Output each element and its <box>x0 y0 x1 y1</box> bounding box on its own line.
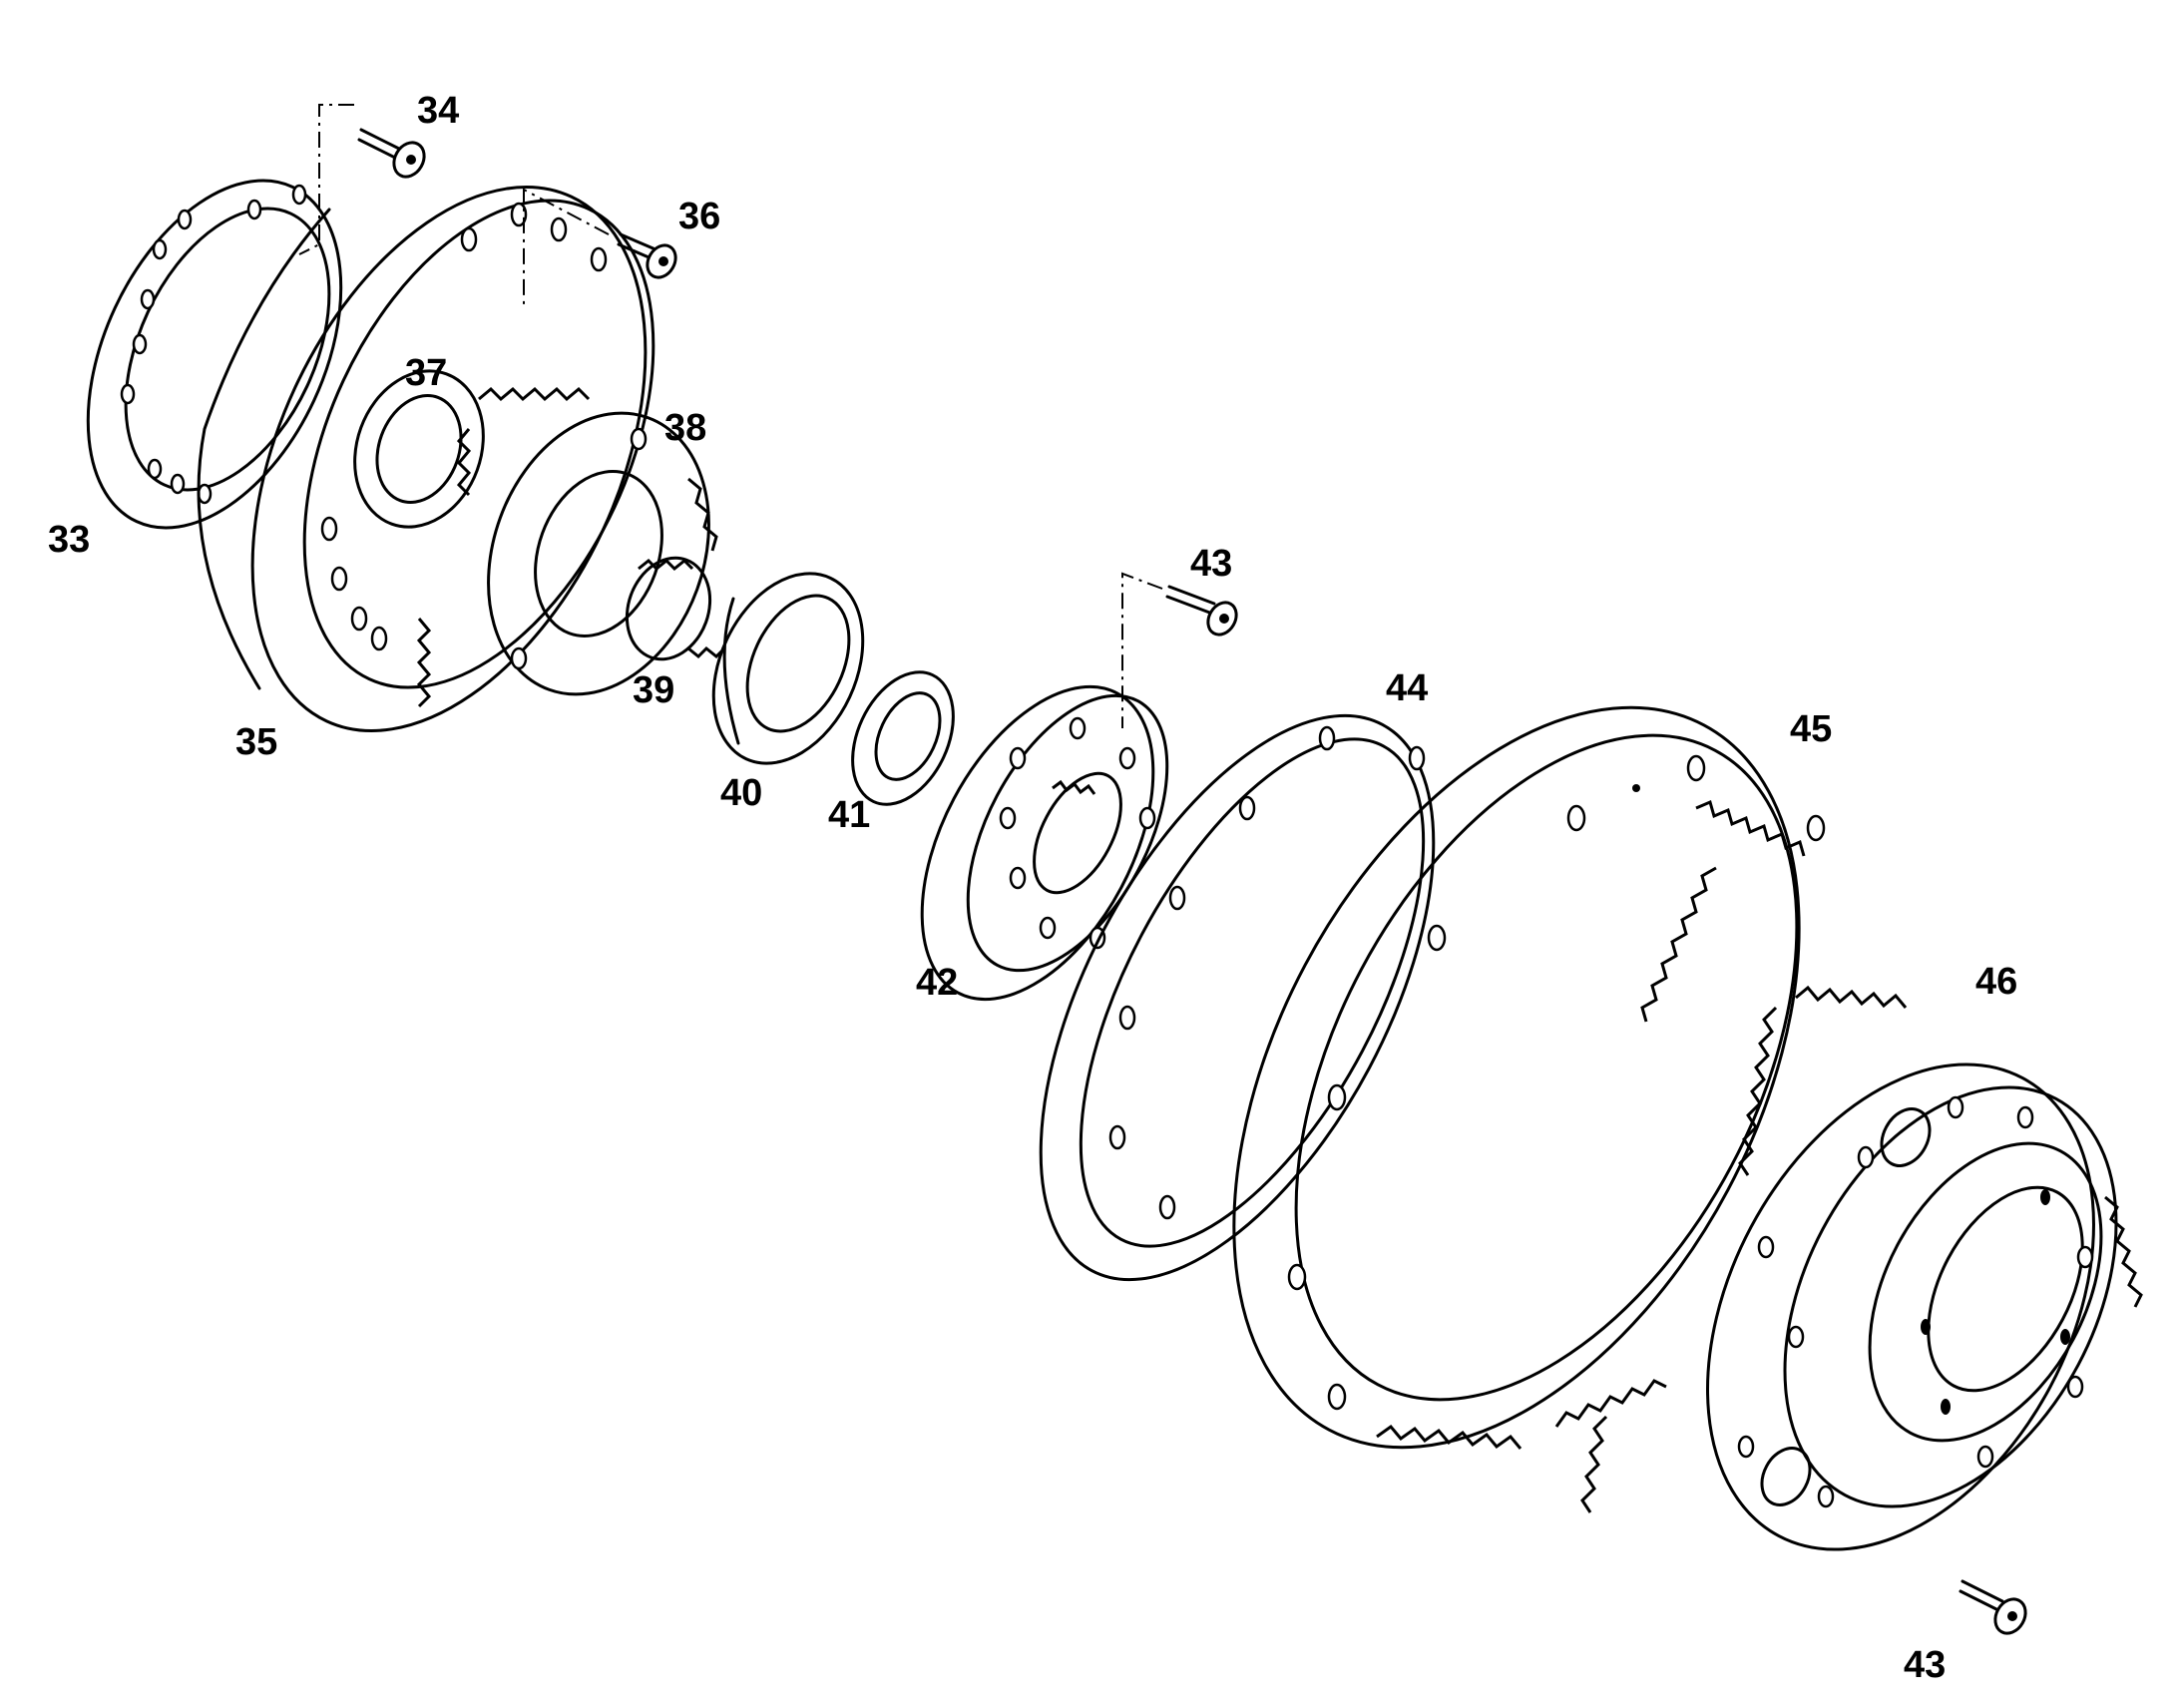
part-45-ring-gear <box>1232 705 1826 1450</box>
callout-34: 34 <box>417 90 459 132</box>
callout-40: 40 <box>720 772 762 814</box>
callout-labels: 33 34 35 36 37 38 39 40 41 42 43 44 45 4… <box>48 90 2017 1686</box>
callout-42: 42 <box>916 962 958 1004</box>
callout-45: 45 <box>1790 708 1832 750</box>
part-46-output-hub <box>1580 985 2143 1551</box>
part-33-flange-plate <box>86 179 343 530</box>
part-40-seal-ring <box>711 572 865 765</box>
callout-46: 46 <box>1975 961 2017 1003</box>
part-35-housing <box>197 186 655 732</box>
part-38-planet-carrier <box>416 386 718 708</box>
part-39-sun-gear <box>625 556 726 661</box>
part-41-bearing <box>851 670 955 806</box>
callout-35: 35 <box>235 721 277 763</box>
callout-38: 38 <box>664 407 706 449</box>
callout-39: 39 <box>633 669 674 711</box>
callout-33: 33 <box>48 519 90 561</box>
part-43-bolt-lower <box>1959 1579 2027 1635</box>
callout-43-upper: 43 <box>1190 543 1232 585</box>
part-42-thrust-plate <box>920 684 1169 1002</box>
leader-lines <box>298 104 1163 728</box>
part-34-bolt <box>357 128 426 179</box>
callout-41: 41 <box>828 794 870 836</box>
part-44-gasket-ring <box>1039 713 1436 1282</box>
part-43-bolt-upper <box>1165 585 1238 637</box>
callout-44: 44 <box>1386 667 1428 709</box>
part-36-bolt <box>617 232 677 279</box>
part-37-bearing-seat <box>353 369 485 529</box>
callout-36: 36 <box>678 196 720 237</box>
callout-43-lower: 43 <box>1904 1644 1946 1686</box>
callout-37: 37 <box>405 352 447 394</box>
